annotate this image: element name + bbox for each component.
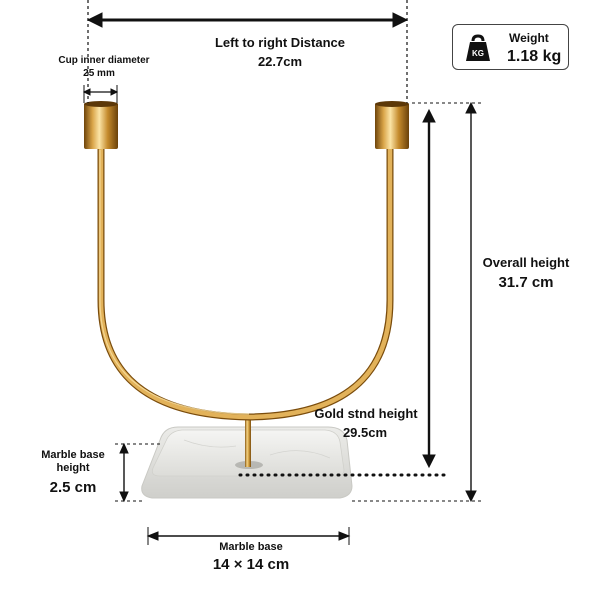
- stand-height-value: 29.5cm: [342, 425, 388, 440]
- base-height-label-line1: Marble base: [41, 449, 105, 461]
- base-height-value: 2.5 cm: [49, 479, 97, 496]
- weight-title: Weight: [509, 31, 549, 45]
- width-value: 22.7cm: [257, 54, 303, 69]
- overall-height-line: [352, 101, 483, 503]
- left-candle-cup: [84, 103, 118, 149]
- stand-height-line: [238, 108, 447, 477]
- overall-height-value: 31.7 cm: [498, 274, 554, 291]
- base-width-line: [146, 527, 351, 545]
- width-label: Left to right Distance: [214, 35, 345, 50]
- width-dimension-line: [86, 0, 409, 103]
- base-width-label: Marble base: [219, 541, 283, 553]
- stand-height-label: Gold stnd height: [314, 406, 418, 421]
- kettlebell-icon: KG: [466, 34, 490, 61]
- weight-value: 1.18 kg: [507, 48, 562, 65]
- base-height-line: [115, 442, 160, 503]
- base-width-value: 14 × 14 cm: [212, 556, 290, 573]
- cup-diameter-value: 25 mm: [83, 68, 115, 79]
- cup-diameter-label: Cup inner diameter: [58, 55, 150, 66]
- cup-diameter-line: [82, 85, 119, 103]
- right-candle-cup: [375, 103, 409, 149]
- weight-badge: KG Weight 1.18 kg: [452, 24, 569, 70]
- gold-stand: [84, 101, 409, 467]
- overall-height-label: Overall height: [482, 255, 570, 270]
- kg-icon-text: KG: [472, 49, 484, 58]
- base-height-label-line2: height: [56, 462, 90, 474]
